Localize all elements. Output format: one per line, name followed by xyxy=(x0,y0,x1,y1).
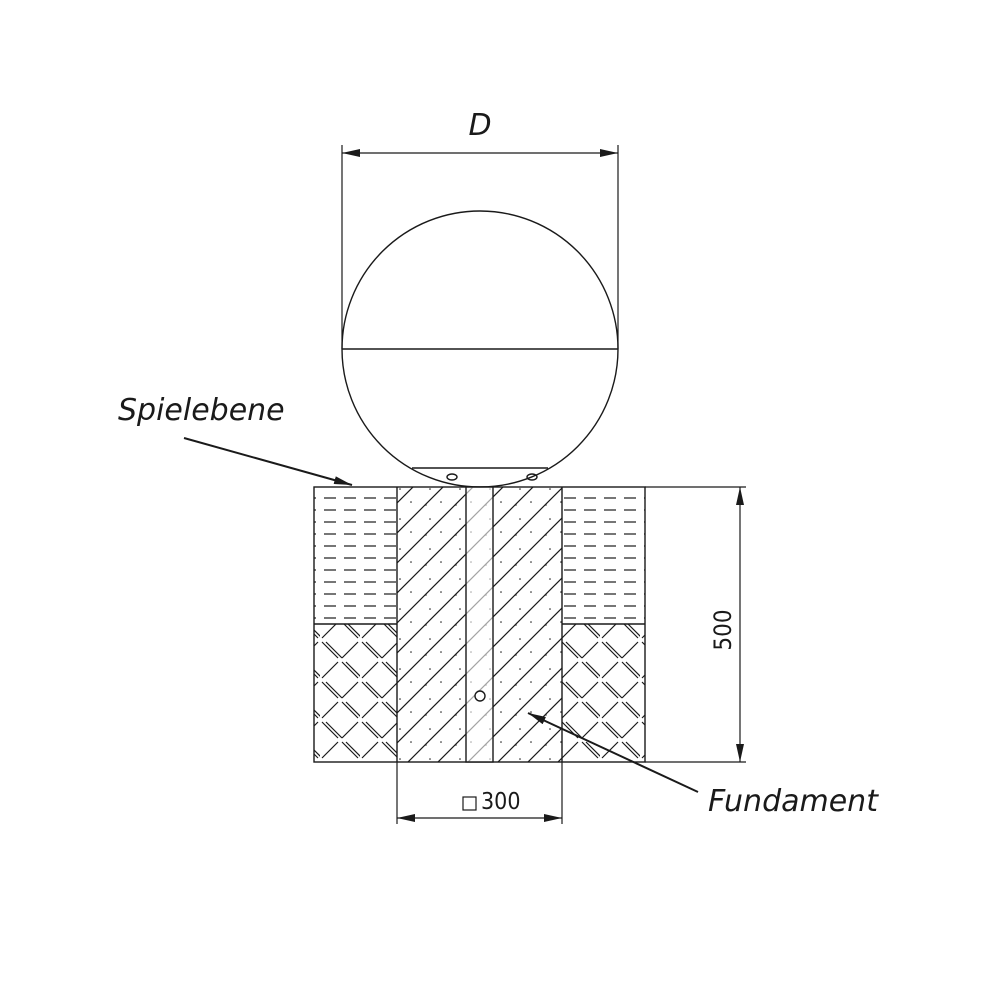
bolt-left xyxy=(446,473,458,481)
anchor-post xyxy=(465,486,494,763)
depth-dimension xyxy=(645,486,746,763)
soil-right xyxy=(562,487,645,624)
leaders xyxy=(183,437,699,793)
spielebene-label: Spielebene xyxy=(118,393,285,428)
soil-left xyxy=(314,487,397,624)
width-label: 300 xyxy=(481,789,521,815)
diameter-dimension xyxy=(341,145,619,349)
leader-fundament xyxy=(527,712,699,793)
foundation-section xyxy=(313,486,646,763)
square-icon xyxy=(462,796,477,811)
depth-label: 500 xyxy=(709,609,737,650)
sphere xyxy=(341,210,619,488)
gravel-left xyxy=(314,624,397,762)
width-dimension xyxy=(396,762,563,824)
anchor-hole xyxy=(474,690,486,702)
diameter-label: D xyxy=(468,108,491,143)
bolt-right xyxy=(526,473,538,481)
fundament-label: Fundament xyxy=(708,784,879,819)
leader-spielebene xyxy=(183,437,353,486)
gravel-right xyxy=(562,624,645,762)
